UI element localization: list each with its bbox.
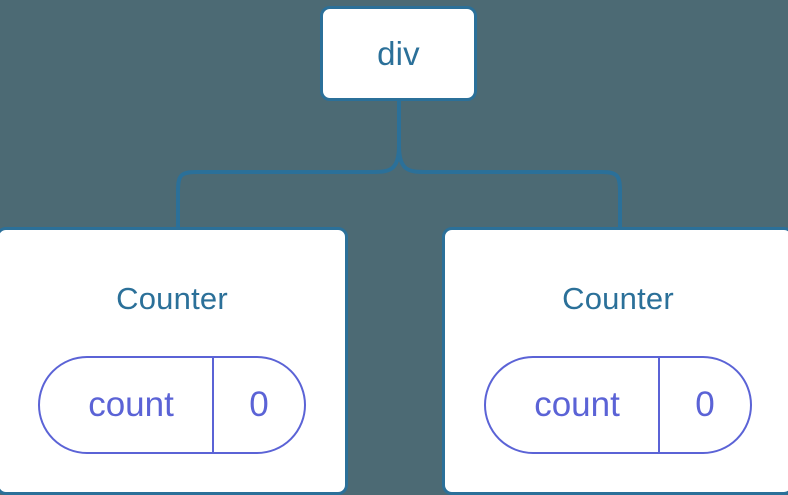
node-div-label: div [377, 35, 420, 72]
node-counter-right-title: Counter [562, 281, 674, 316]
connector-branch-right [397, 145, 622, 229]
state-key-left: count [88, 385, 174, 424]
node-counter-right[interactable]: Counter count 0 [442, 227, 788, 495]
state-divider-right [658, 358, 660, 452]
state-divider-left [212, 358, 214, 452]
node-div[interactable]: div [320, 6, 477, 101]
connector-branch-left [176, 145, 401, 229]
state-value-left: 0 [249, 385, 269, 424]
node-counter-left-title: Counter [116, 281, 228, 316]
node-counter-left[interactable]: Counter count 0 [0, 227, 348, 495]
state-key-right: count [534, 385, 620, 424]
state-value-right: 0 [695, 385, 715, 424]
state-pill-left[interactable]: count 0 [38, 356, 306, 454]
state-pill-right[interactable]: count 0 [484, 356, 752, 454]
